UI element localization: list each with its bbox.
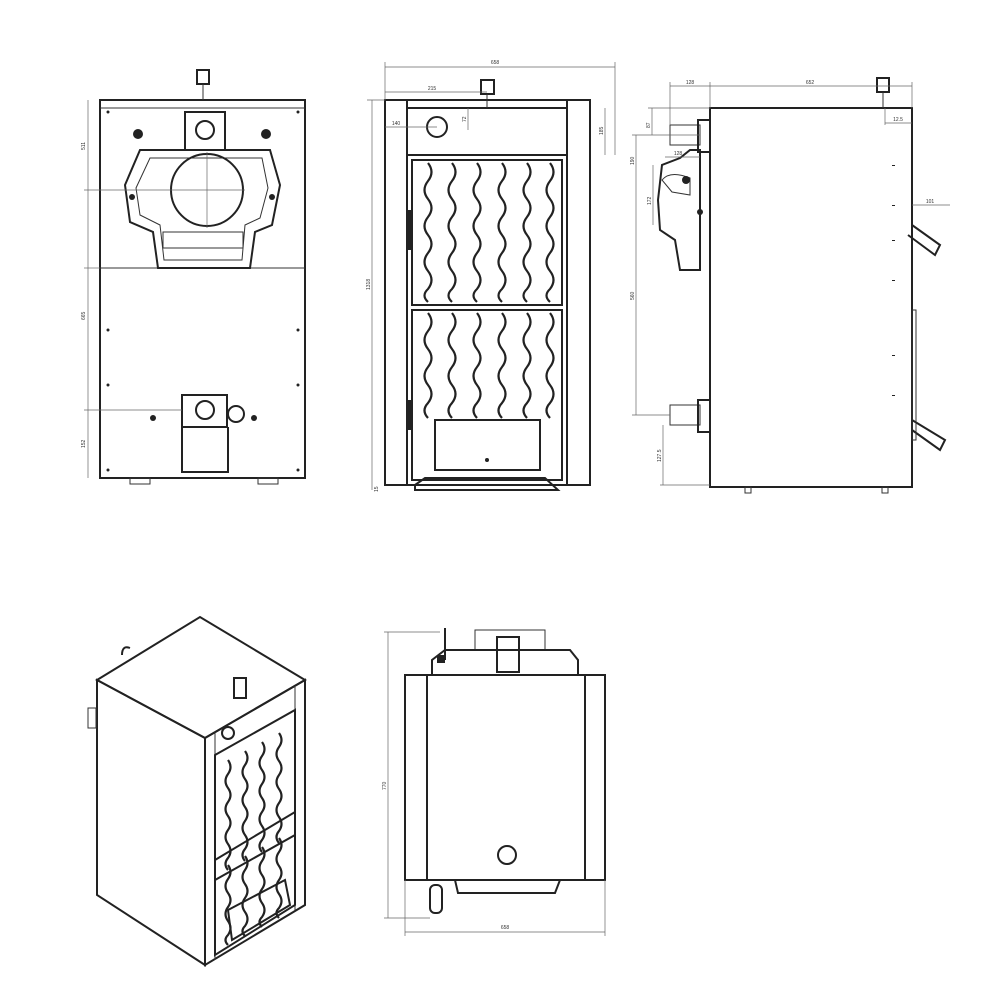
isometric-view	[87, 615, 307, 967]
heat-exchanger-wave	[224, 864, 232, 946]
heat-exchanger-wave	[423, 312, 433, 419]
heat-exchanger-wave	[224, 759, 232, 871]
heat-exchanger-wave	[423, 162, 433, 303]
dim-label: 172	[647, 196, 653, 205]
heat-exchanger-wave	[472, 162, 482, 303]
heat-exchanger-wave	[522, 162, 532, 303]
dim-label: 560	[630, 291, 636, 300]
knob-icon	[233, 677, 247, 699]
heat-exchanger-wave	[545, 162, 555, 303]
dim-label: 658	[501, 925, 510, 931]
dim-label: 128	[686, 80, 695, 86]
heat-exchanger-wave	[472, 312, 482, 419]
dim-label: 1318	[366, 279, 372, 290]
side-view: 128 652 12.5 87 190 128 172 560 127.5 10…	[630, 77, 950, 494]
heat-exchanger-wave	[275, 732, 283, 844]
dim-label: 152	[81, 439, 87, 448]
dim-label: 72	[462, 116, 468, 122]
heat-exchanger-wave	[258, 846, 266, 928]
knob-icon	[196, 69, 210, 85]
front-view: 658 215 140 72 185 1318 15	[366, 60, 616, 492]
heat-exchanger-wave	[241, 750, 249, 862]
heat-exchanger-wave	[447, 162, 457, 303]
heat-exchanger-wave	[258, 741, 266, 853]
heat-exchanger-wave	[241, 855, 249, 937]
heat-exchanger-wave	[447, 312, 457, 419]
knob-icon	[876, 77, 890, 93]
dim-label: 15	[374, 486, 380, 492]
heat-exchanger-wave	[522, 312, 532, 419]
dim-label: 185	[599, 126, 605, 135]
heat-exchanger-wave	[545, 312, 555, 419]
dim-label: 665	[81, 311, 87, 320]
dim-label: 511	[81, 142, 87, 150]
dim-label: 87	[646, 122, 652, 128]
heat-exchanger-wave	[497, 162, 507, 303]
dim-label: 127.5	[657, 449, 663, 462]
dim-label: 770	[382, 781, 388, 790]
dim-label: 12.5	[893, 117, 903, 123]
dim-label: 215	[428, 86, 437, 92]
heat-exchanger-wave	[497, 312, 507, 419]
dim-label: 190	[630, 156, 636, 165]
dim-label: 128	[674, 151, 683, 157]
dim-label: 658	[491, 60, 500, 66]
dim-label: 140	[392, 121, 401, 127]
dim-label: 101	[926, 199, 935, 205]
dim-label: 652	[806, 80, 815, 86]
top-view: 770 658	[382, 628, 606, 936]
front-burner-view: 511 665 152	[81, 69, 306, 485]
heat-exchanger-wave	[275, 837, 283, 919]
